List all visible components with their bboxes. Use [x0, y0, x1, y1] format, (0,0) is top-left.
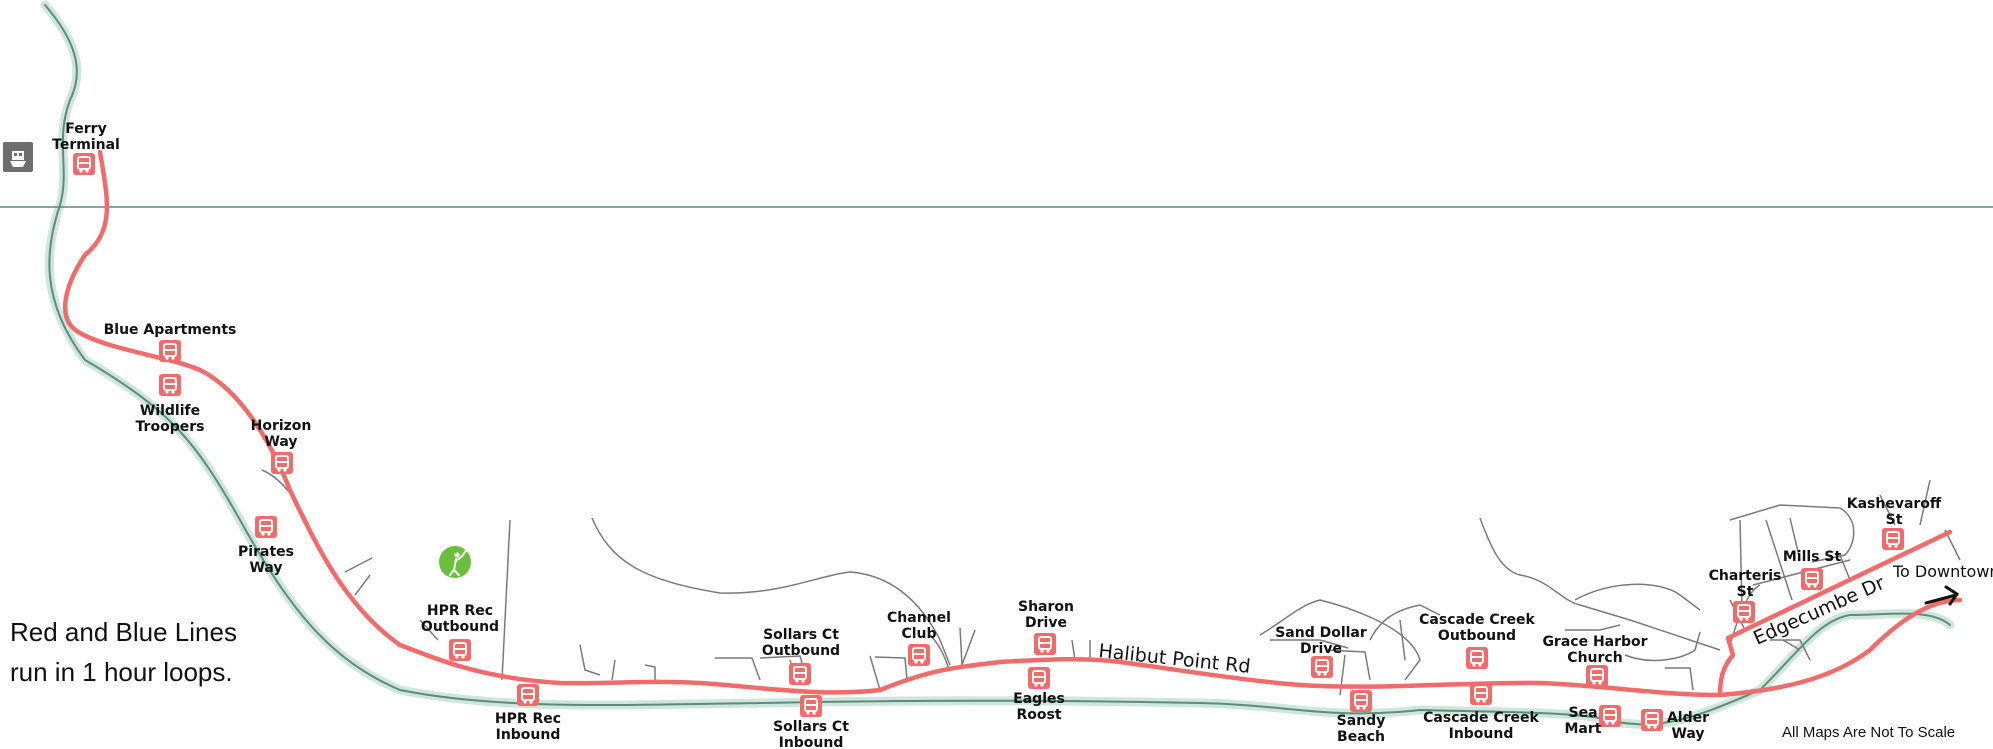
scale-note: All Maps Are Not To Scale	[1782, 724, 1956, 741]
arrow-right-icon	[1924, 585, 1960, 606]
bus-stop-icon[interactable]	[1350, 690, 1372, 712]
shoreline	[40, 0, 1955, 729]
bus-stop-icon[interactable]	[908, 644, 930, 666]
legend-line-1: Red and Blue Lines	[10, 617, 237, 647]
bus-stop-icon[interactable]	[1470, 683, 1492, 705]
bus-stop-icon[interactable]	[1641, 709, 1663, 731]
bus-route-line	[63, 149, 1963, 698]
bus-stop-icon[interactable]	[1311, 656, 1333, 678]
shoreline-edge	[44, 4, 1951, 726]
bus-stop-icon[interactable]	[800, 695, 822, 717]
golf-icon	[439, 546, 471, 578]
bus-stop-label: Mills St	[1783, 549, 1842, 565]
bus-stop-icon[interactable]	[255, 516, 277, 538]
bus-stop-icon[interactable]	[271, 452, 293, 474]
bus-stop[interactable]: Mills St	[1783, 549, 1842, 590]
bus-stop-icon[interactable]	[1466, 647, 1488, 669]
road-label-halibut: Halibut Point Rd	[1097, 640, 1251, 678]
bus-stop-icon[interactable]	[159, 374, 181, 396]
bus-stop-icon[interactable]	[1034, 633, 1056, 655]
bus-stop-icon[interactable]	[789, 663, 811, 685]
edgecumbe-route-line	[1717, 529, 1953, 698]
bus-stop-label: Blue Apartments	[104, 322, 237, 338]
legend-note: Red and Blue Lines run in 1 hour loops.	[10, 612, 237, 692]
bus-stop-icon[interactable]	[1028, 667, 1050, 689]
destination-label: To Downtown	[1892, 562, 1993, 581]
bus-stop-icon[interactable]	[1801, 568, 1823, 590]
bus-stop-icon[interactable]	[517, 684, 539, 706]
bus-stop-icon[interactable]	[73, 153, 95, 175]
bus-stop-icon[interactable]	[1733, 601, 1755, 623]
bus-stop-icon[interactable]	[449, 639, 471, 661]
legend-line-2: run in 1 hour loops.	[10, 657, 233, 687]
bus-stop-icon[interactable]	[1882, 528, 1904, 550]
bus-stop-icon[interactable]	[1599, 705, 1621, 727]
bus-stop[interactable]: Blue Apartments	[104, 322, 237, 362]
bus-stop-icon[interactable]	[1586, 665, 1608, 687]
ferry-icon	[3, 142, 33, 172]
bus-stop-icon[interactable]	[159, 340, 181, 362]
